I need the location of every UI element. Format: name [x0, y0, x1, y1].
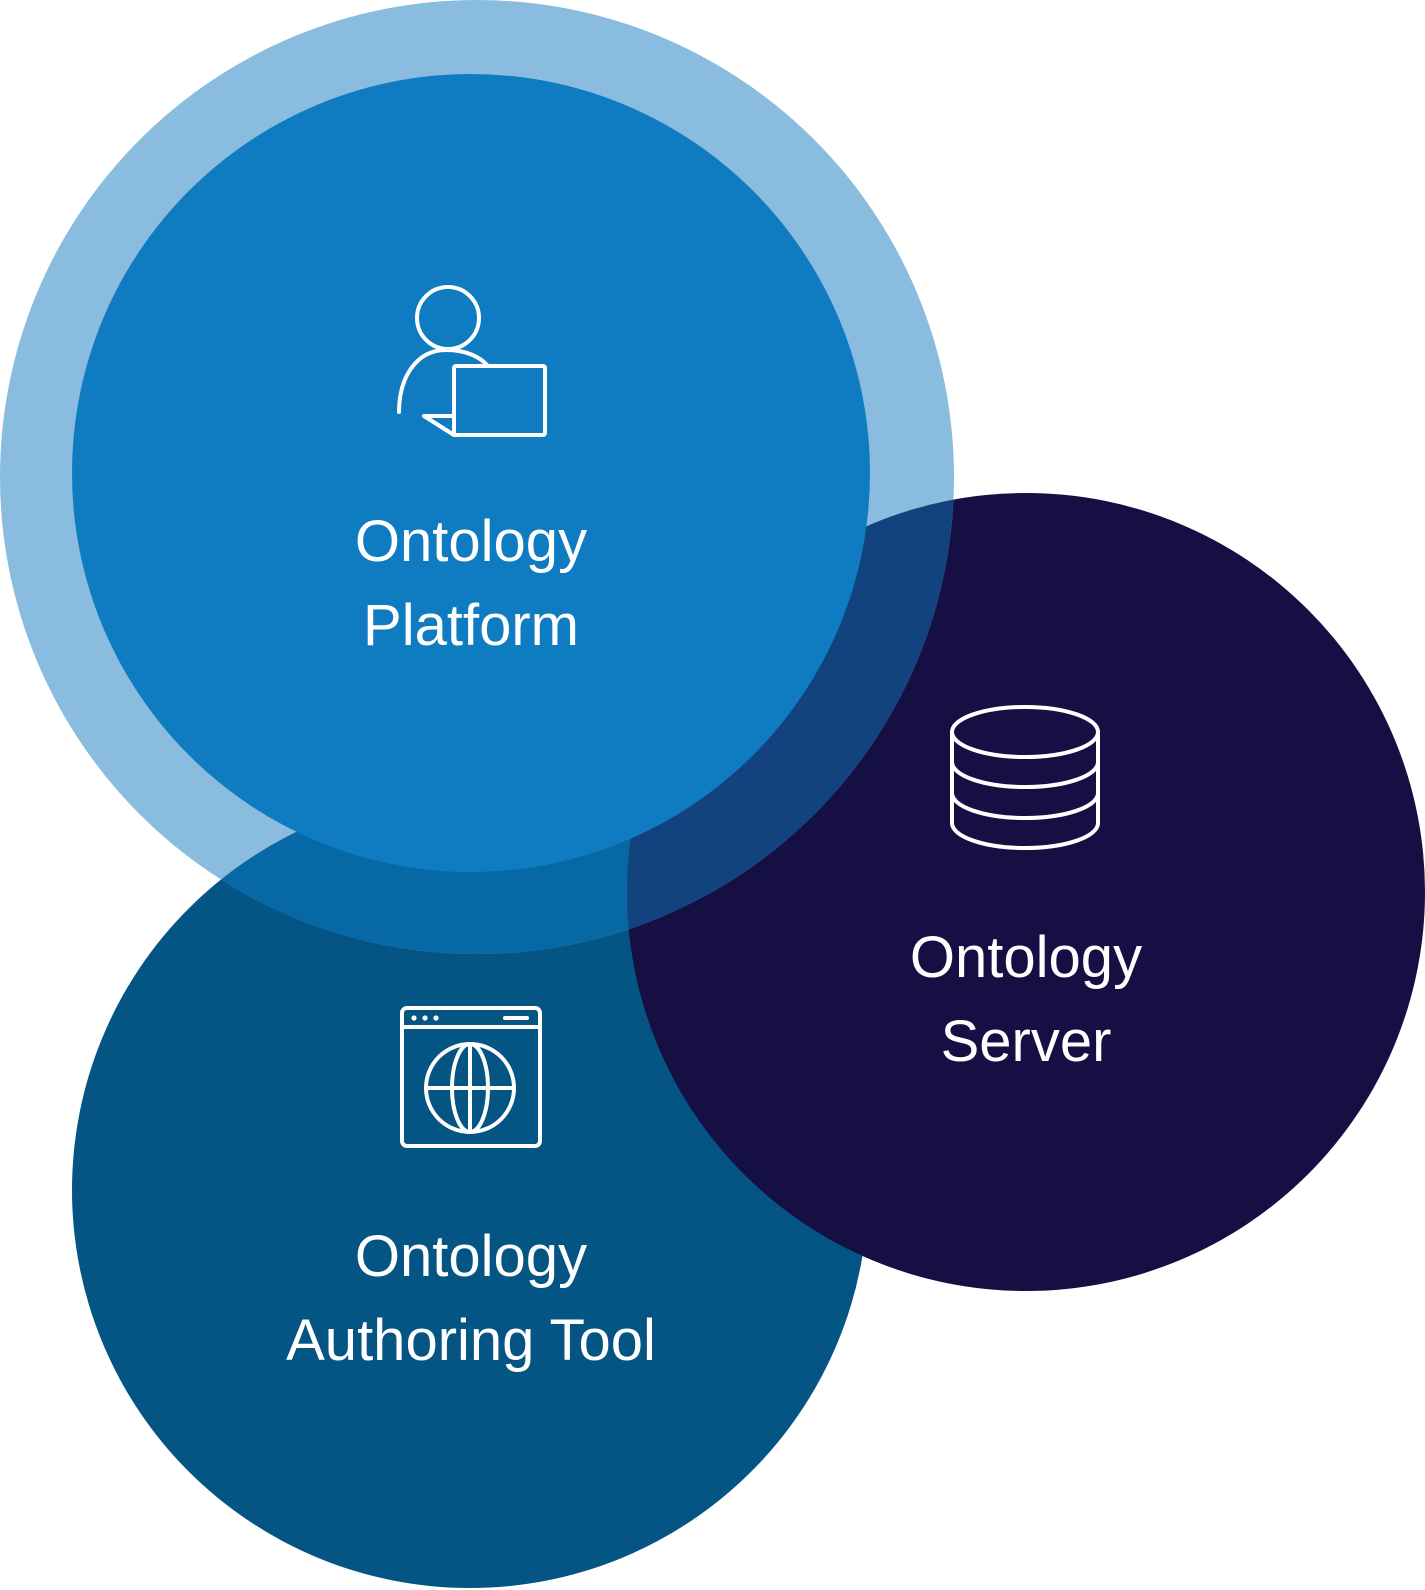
platform-label-line1: Ontology — [355, 509, 587, 574]
database-icon — [950, 705, 1100, 850]
authoring-label-line1: Ontology — [355, 1224, 587, 1289]
server-label-line2: Server — [941, 1009, 1112, 1074]
platform-label-line2: Platform — [363, 593, 579, 658]
server-label-line1: Ontology — [910, 925, 1142, 990]
browser-window-dots-icon — [411, 1015, 439, 1021]
overlap-platform-server — [627, 493, 954, 954]
person-laptop-icon — [397, 285, 547, 437]
browser-globe-icon — [400, 1006, 542, 1148]
overlap-regions — [72, 493, 954, 954]
platform-inner-circle — [72, 74, 870, 872]
authoring-label-line2: Authoring Tool — [286, 1308, 656, 1373]
